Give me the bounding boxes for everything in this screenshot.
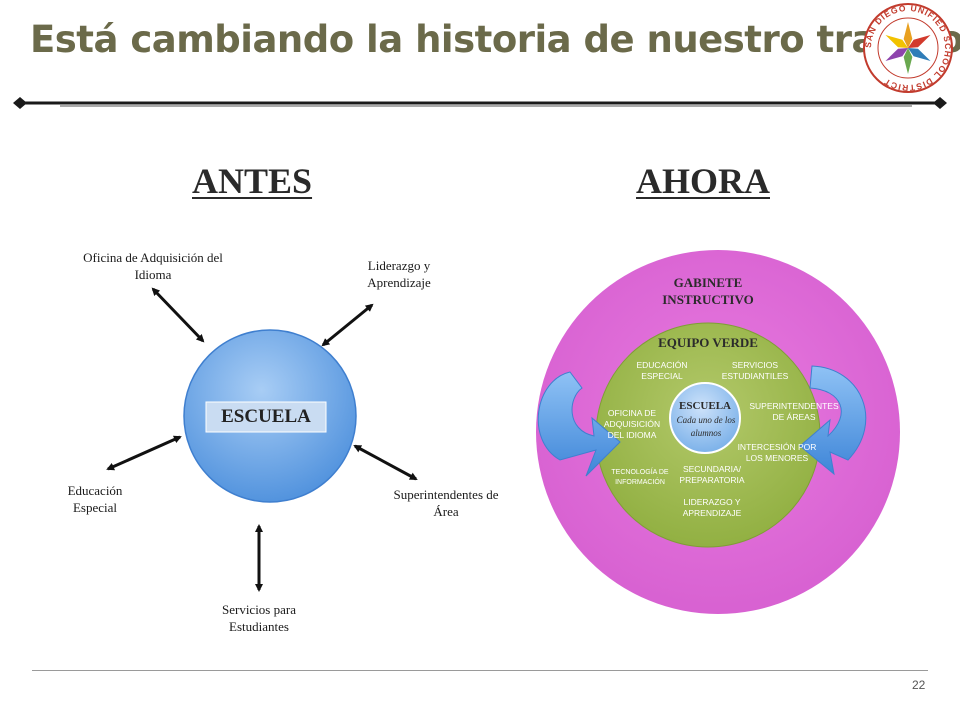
ahora-right-arrow: [799, 365, 867, 476]
ahora-school-subtitle: Cada uno de los alumnos: [676, 415, 736, 438]
ahora-inner-label: EQUIPO VERDE: [658, 335, 758, 350]
ahora-item-secundaria: SECUNDARIA/ PREPARATORIA: [679, 464, 745, 485]
logo-petal: [903, 48, 913, 74]
logo-petal: [908, 35, 931, 48]
ahora-item-liderazgo: LIDERAZGO Y APRENDIZAJE: [682, 497, 742, 518]
label-superintendentes: Superintendentes de Área: [393, 487, 499, 519]
ahora-item-oficina: OFICINA DE ADQUISICIÓN DEL IDIOMA: [603, 408, 661, 440]
arrow-superintendentes: [353, 444, 418, 481]
arrow-educacion: [106, 435, 182, 471]
logo-petal: [885, 48, 908, 61]
ahora-item-educacion: EDUCACIÓN ESPECIAL: [636, 360, 688, 381]
footer-divider: [32, 670, 928, 671]
logo-petal: [908, 48, 931, 61]
label-educacion: Educación Especial: [67, 483, 123, 515]
title-divider: [13, 97, 947, 109]
logo-petal: [903, 22, 913, 48]
ahora-heading: AHORA: [636, 161, 770, 201]
ahora-left-arrow: [537, 371, 621, 477]
ahora-item-superintendentes: SUPERINTENDENTES DE ÁREAS: [749, 401, 839, 422]
arrow-oficina: [151, 287, 205, 343]
label-liderazgo: Liderazgo y Aprendizaje: [367, 258, 431, 290]
page-number: 22: [912, 678, 926, 692]
ahora-item-intercesion: INTERCESIÓN POR LOS MENORES: [737, 442, 817, 463]
ahora-school-title: ESCUELA: [679, 400, 731, 412]
antes-heading: ANTES: [192, 161, 313, 201]
label-servicios: Servicios para Estudiantes: [221, 602, 296, 634]
arrow-liderazgo: [321, 303, 374, 347]
label-oficina: Oficina de Adquisición del Idioma: [83, 250, 223, 282]
antes-school-label: ESCUELA: [221, 406, 311, 427]
ahora-school-circle: [669, 382, 741, 454]
slide-title: Está cambiando la historia de nuestro tr…: [30, 18, 960, 61]
ahora-item-servicios: SERVICIOS ESTUDIANTILES: [721, 360, 789, 381]
antes-school-label-box: [205, 401, 327, 433]
district-logo: SAN DIEGO UNIFIED SCHOOL DISTRICT: [863, 3, 953, 93]
ahora-item-tecnologia: TECNOLOGÍA DE INFORMACIÓN: [611, 469, 669, 486]
ahora-outer-label: GABINETE INSTRUCTIVO: [662, 275, 754, 307]
logo-petal: [885, 35, 908, 48]
logo-star-icon: [885, 22, 931, 74]
